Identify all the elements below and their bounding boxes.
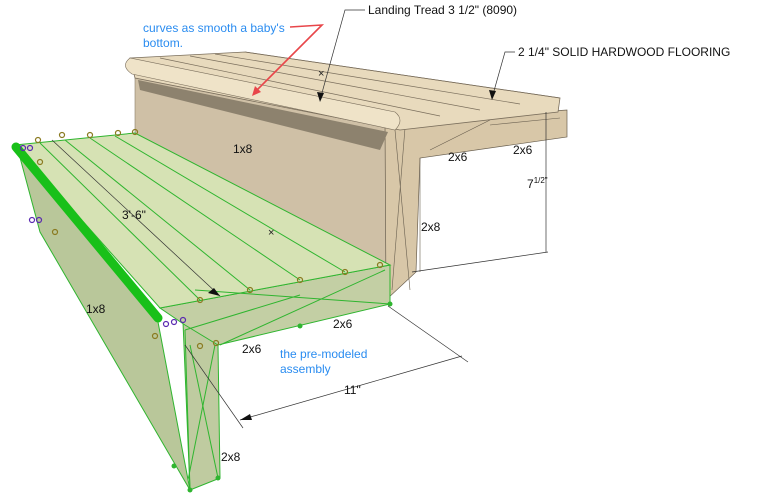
cursor-marker: × xyxy=(318,68,324,80)
rise-dimension-label: 71/2" xyxy=(527,176,548,191)
premodeled-assembly[interactable] xyxy=(11,128,393,493)
flooring-label: 2 1/4" SOLID HARDWOOD FLOORING xyxy=(518,45,731,59)
tread-bullnose xyxy=(125,57,401,131)
depth-dimension-line xyxy=(239,355,463,421)
depth-dimension-label: 11" xyxy=(344,383,361,397)
riser-front-label: 1x8 xyxy=(86,302,106,316)
tread-shadow xyxy=(138,80,388,150)
post-front-label: 2x8 xyxy=(221,450,241,464)
width-dimension-line xyxy=(51,139,221,297)
riser-back-label: 1x8 xyxy=(233,142,253,156)
curves-note: curves as smooth a baby's bottom. xyxy=(143,21,285,50)
joist-front-1-label: 2x6 xyxy=(242,342,262,356)
rise-fraction: 1/2" xyxy=(533,176,548,185)
center-marker: × xyxy=(268,227,274,239)
red-arrow xyxy=(254,24,325,93)
joist-back-2-label: 2x6 xyxy=(513,143,533,157)
width-dimension-label: 3'-6" xyxy=(122,208,146,222)
landing-tread-label: Landing Tread 3 1/2" (8090) xyxy=(368,3,518,17)
premodeled-note: the pre-modeled assembly xyxy=(280,347,368,376)
bullnose-edge xyxy=(11,142,163,323)
rise-dimension xyxy=(411,112,549,273)
joist-front-2-label: 2x6 xyxy=(333,317,353,331)
back-framing xyxy=(384,109,568,301)
joist-back-1-label: 2x6 xyxy=(448,150,468,164)
post-back-label: 2x8 xyxy=(421,220,441,234)
rise-main: 7 xyxy=(527,177,534,191)
